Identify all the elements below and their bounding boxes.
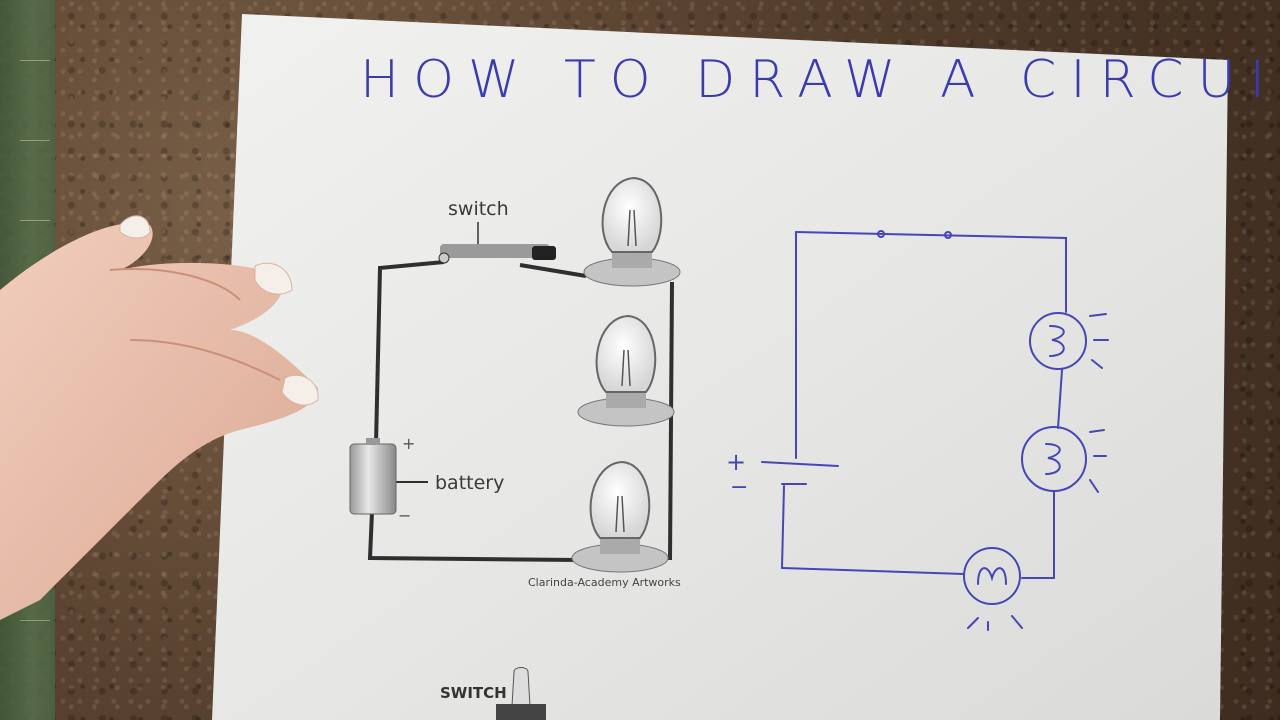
printed-bulb-bottom xyxy=(571,460,669,573)
switch-label: switch xyxy=(448,198,509,220)
schematic-plus-label: + xyxy=(726,448,747,476)
page-title: HOW TO DRAW A CIRCUIT xyxy=(360,50,1280,110)
schematic-minus-label: − xyxy=(730,475,749,500)
printed-switch xyxy=(438,222,556,264)
battery-minus-label: − xyxy=(398,506,412,525)
battery-plus-label: + xyxy=(402,434,416,453)
printed-bulb-middle xyxy=(577,314,675,427)
printed-battery xyxy=(349,438,397,515)
artwork-credit: Clarinda-Academy Artworks xyxy=(528,576,681,589)
printed-bulb-top xyxy=(583,176,681,287)
battery-label: battery xyxy=(435,472,505,494)
switch-bottom-label: SWITCH xyxy=(440,684,507,702)
printed-switch-bottom xyxy=(496,667,546,720)
